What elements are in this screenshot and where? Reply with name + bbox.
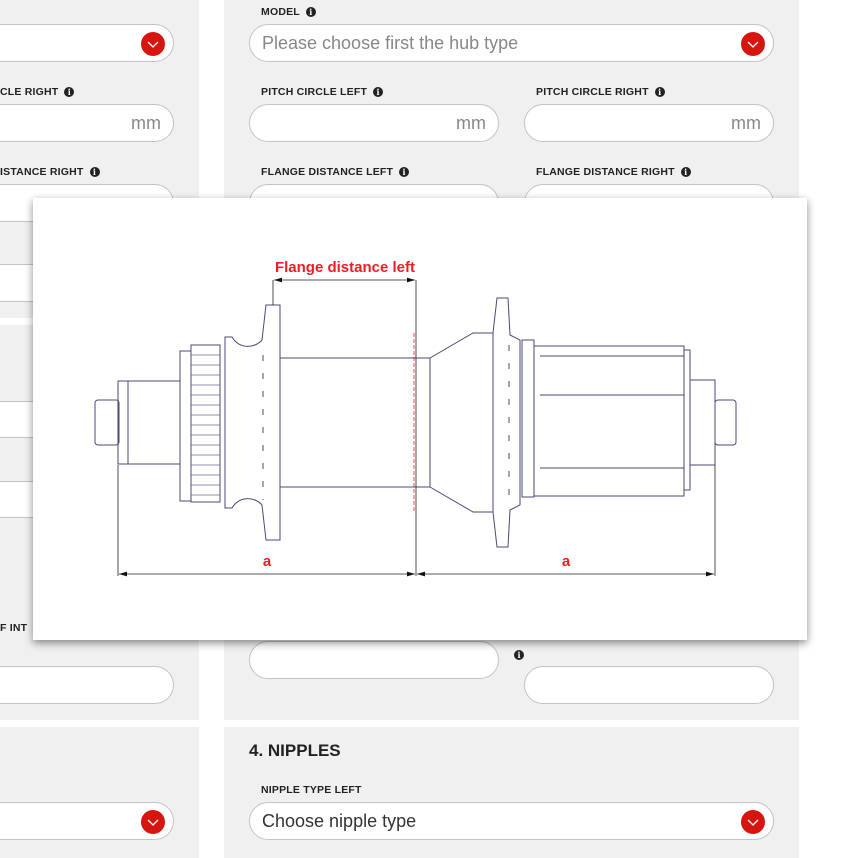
info-icon[interactable]: i (305, 7, 316, 17)
chevron-down-icon (141, 810, 165, 834)
hub-diagram: Flange distance left a a (94, 259, 737, 577)
chevron-down-icon (741, 810, 765, 834)
hub-input-lower-right[interactable] (524, 666, 774, 704)
model-select[interactable]: Please choose first the hub type (249, 24, 774, 62)
dimension-label-right: a (562, 553, 571, 570)
nipples-heading: 4. NIPPLES (249, 741, 341, 760)
info-icon[interactable]: i (64, 87, 75, 97)
info-icon[interactable]: i (399, 167, 410, 177)
left-label-intersections: F INT (0, 622, 28, 634)
hub-drawing (94, 297, 737, 548)
nipple-type-left-label: NIPPLE TYPE LEFT (261, 784, 362, 796)
chevron-down-icon (141, 32, 165, 56)
pitch-circle-right-input[interactable]: mm (524, 104, 774, 142)
left-input-5[interactable] (0, 666, 174, 704)
info-icon[interactable]: i (514, 650, 524, 660)
flange-distance-diagram-popup: Flange distance left a a (33, 198, 807, 640)
left-pitch-circle-right-input[interactable]: mm (0, 104, 174, 142)
info-icon[interactable]: i (680, 167, 691, 177)
dimension-label-left: a (263, 553, 272, 570)
left-nipple-select[interactable] (0, 802, 174, 840)
hub-input-lower-left[interactable] (249, 641, 499, 679)
info-icon[interactable]: i (373, 87, 384, 97)
pitch-circle-left-input[interactable]: mm (249, 104, 499, 142)
info-icon[interactable]: i (89, 167, 100, 177)
chevron-down-icon (741, 32, 765, 56)
nipple-type-left-select[interactable]: Choose nipple type (249, 802, 774, 840)
info-icon[interactable]: i (654, 87, 665, 97)
diagram-title: Flange distance left (275, 259, 415, 276)
dimension-lines (117, 277, 716, 577)
left-select[interactable] (0, 24, 174, 62)
